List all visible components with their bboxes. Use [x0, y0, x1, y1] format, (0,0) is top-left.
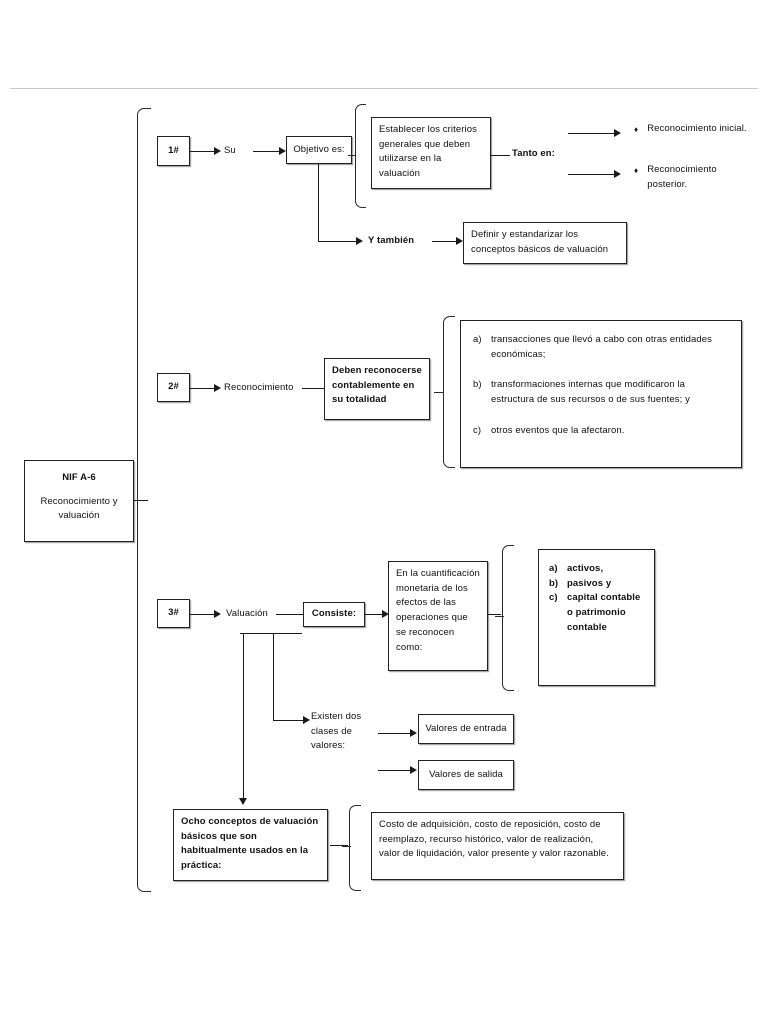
branch-3-ocho-line [330, 845, 348, 846]
branch-3-clases-drop [273, 633, 274, 721]
root-title-line3: valuación [58, 510, 100, 522]
list-marker: b) [473, 379, 482, 391]
branch-1-bullet-2-text: Reconocimiento posterior. [647, 164, 717, 190]
branch-3-primary-box: En la cuantificación monetaria de los ef… [388, 561, 488, 671]
branch-3-arrow-line [190, 614, 216, 615]
list-text: otros eventos que la afectaron. [491, 424, 625, 436]
branch-3-tag: 3# [157, 599, 190, 628]
branch-1-bullet-1: ♦ Reconocimiento inicial. [634, 122, 754, 137]
root-title-line1: NIF A-6 [62, 472, 96, 483]
branch-3-ocho-drop [243, 633, 244, 801]
bullet-icon: ♦ [634, 166, 639, 175]
branch-3-ocho-box: Ocho conceptos de valuación básicos que … [173, 809, 328, 881]
branch-3-ocho-bracket-nub [342, 846, 351, 847]
branch-3-connector-label: Valuación [226, 608, 268, 619]
branch-3-bracket [502, 545, 514, 691]
list-item: a) transacciones que llevó a cabo con ot… [473, 333, 729, 362]
branch-1-su-line [253, 151, 281, 152]
branch-3-items-box: a) activos, b) pasivos y c) capital cont… [538, 549, 655, 686]
list-item: b) transformaciones internas que modific… [473, 378, 729, 407]
branch-2-bracket [443, 316, 455, 468]
branch-2-tag: 2# [157, 373, 190, 402]
branch-3-subtree-stub [240, 633, 302, 634]
main-bracket [137, 108, 151, 892]
branch-1-tanto-line [491, 155, 510, 156]
branch-2-items-box: a) transacciones que llevó a cabo con ot… [460, 320, 742, 468]
list-item: a) activos, [549, 562, 644, 577]
branch-1-ytambien-arrowhead [356, 237, 363, 245]
branch-3-clases-arrowhead [303, 716, 310, 724]
branch-3-abc-line [488, 614, 501, 615]
list-marker: a) [549, 563, 558, 574]
branch-3-valores-line-1 [378, 733, 412, 734]
list-marker: c) [549, 592, 558, 604]
branch-1-ytambien-line [318, 241, 358, 242]
branch-1-node: Objetivo es: [286, 136, 352, 164]
branch-3-bracket-nub [495, 616, 504, 617]
branch-2-arrow-line [190, 388, 216, 389]
list-text: transacciones que llevó a cabo con otras… [491, 334, 712, 360]
branch-1-bullet-line-2 [568, 174, 616, 175]
branch-1-secondary-arrowhead [456, 237, 463, 245]
branch-3-node-line [276, 614, 303, 615]
branch-2-node-line [302, 388, 324, 389]
branch-3-valores-box-1: Valores de entrada [418, 714, 514, 744]
branch-1-bullet-1-text: Reconocimiento inicial. [647, 123, 747, 134]
list-text: pasivos y [567, 577, 612, 589]
branch-1-bullet-arrow-1 [614, 129, 621, 137]
branch-3-primary-line [365, 614, 385, 615]
branch-1-bullet-2: ♦ Reconocimiento posterior. [634, 163, 754, 192]
branch-1-secondary-label: Y también [368, 235, 415, 246]
root-title-line2: Reconocimiento y [40, 495, 118, 507]
branch-3-ocho-arrowhead [239, 798, 247, 805]
branch-1-bullet-line-1 [568, 133, 616, 134]
list-item: c) capital contable o patrimonio contabl… [549, 591, 644, 635]
branch-3-arrowhead [214, 610, 221, 618]
branch-2-connector-label: Reconocimiento [224, 382, 294, 393]
branch-1-connector-label: Su [224, 145, 236, 156]
branch-3-valores-box-2: Valores de salida [418, 760, 514, 790]
branch-1-tag: 1# [157, 136, 190, 166]
bullet-icon: ♦ [634, 125, 639, 134]
list-item: c) otros eventos que la afectaron. [473, 424, 729, 439]
list-text: activos, [567, 563, 604, 574]
branch-1-bullet-arrow-2 [614, 170, 621, 178]
branch-1-primary-box: Establecer los criterios generales que d… [371, 117, 491, 189]
branch-1-arrowhead [214, 147, 221, 155]
branch-2-node: Deben reconocerse contablemente en su to… [324, 358, 430, 420]
branch-3-clases-line [273, 720, 305, 721]
branch-3-primary-arrowhead [382, 610, 389, 618]
root-connector-line [134, 500, 148, 501]
branch-1-secondary-line [432, 241, 458, 242]
branch-2-arrowhead [214, 384, 221, 392]
list-marker: b) [549, 577, 559, 589]
branch-3-node: Consiste: [303, 602, 365, 627]
branch-3-valores-line-2 [378, 770, 412, 771]
list-item: b) pasivos y [549, 577, 644, 592]
list-marker: c) [473, 424, 482, 436]
branch-1-su-arrowhead [279, 147, 286, 155]
branch-3-clases-label: Existen dos clases de valores: [311, 711, 362, 752]
branch-3-ocho-bracket [349, 805, 361, 891]
branch-3-ocho-detail-box: Costo de adquisición, costo de reposició… [371, 812, 624, 880]
list-marker: a) [473, 334, 482, 345]
branch-3-valores-arrowhead-1 [410, 729, 417, 737]
branch-1-secondary-box: Definir y estandarizar los conceptos bás… [463, 222, 627, 264]
branch-1-arrow-line [190, 151, 216, 152]
branch-1-tanto-label: Tanto en: [512, 148, 555, 159]
header-divider [10, 88, 758, 89]
list-text: capital contable o patrimonio contable [567, 592, 641, 633]
branch-3-valores-arrowhead-2 [410, 766, 417, 774]
root-node: NIF A-6 Reconocimiento y valuación [24, 460, 134, 542]
branch-1-bracket [355, 104, 366, 208]
branch-1-bracket-nub [348, 155, 356, 156]
branch-2-bracket-nub [434, 392, 444, 393]
branch-1-drop-line [318, 164, 319, 242]
list-text: transformaciones internas que modificaro… [491, 379, 690, 406]
